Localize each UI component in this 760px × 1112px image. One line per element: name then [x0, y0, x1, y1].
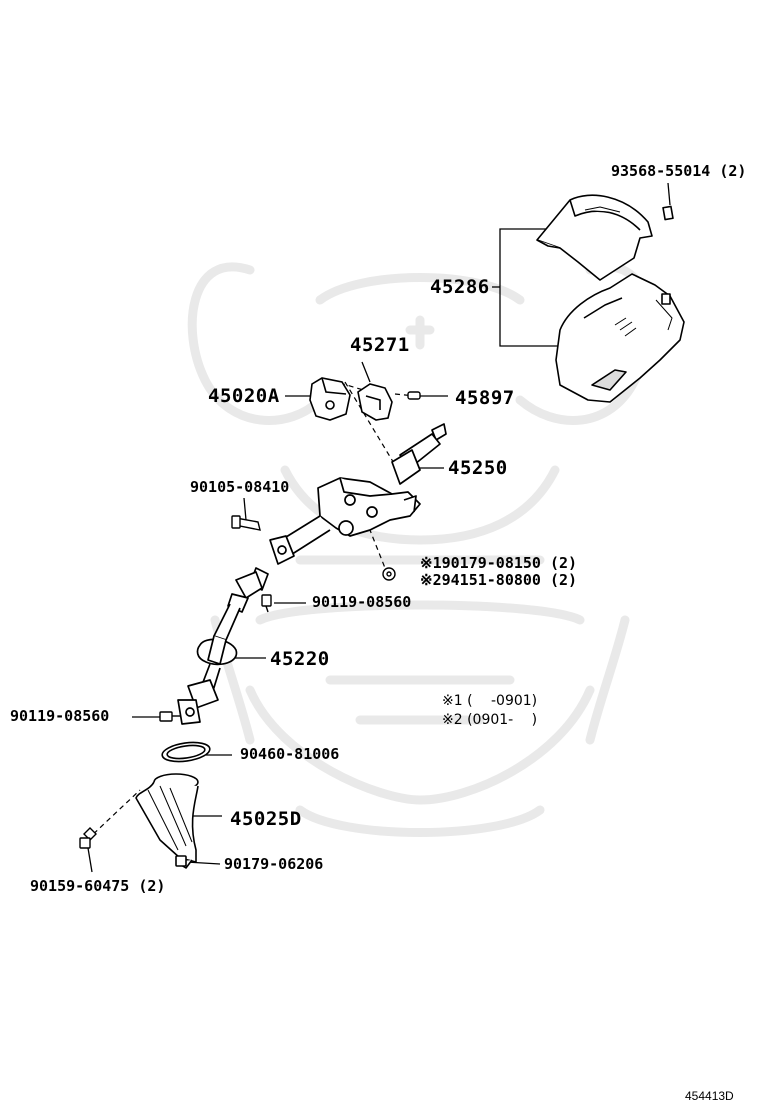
- bracket-45020a: [309, 377, 351, 421]
- bolt-90119-left: [159, 711, 180, 722]
- label-45020a: 45020A: [208, 385, 280, 407]
- note-1: ※1 ( -0901): [442, 693, 538, 709]
- label-45250: 45250: [448, 457, 508, 479]
- part-45897: [407, 391, 421, 400]
- label-90105-08410: 90105-08410: [190, 478, 290, 496]
- upper-cover: [536, 194, 674, 281]
- label-90119-08560-left: 90119-08560: [10, 707, 110, 725]
- note-2: ※2 (0901- ): [442, 712, 538, 728]
- label-90159-60475: 90159-60475 (2): [30, 877, 166, 895]
- lower-cover: [555, 273, 685, 403]
- nut-90179: [382, 567, 396, 581]
- watermark-emblem: [187, 262, 655, 837]
- label-94151-80800: ※294151-80800 (2): [420, 571, 578, 589]
- part-45271: [357, 383, 393, 421]
- label-45220: 45220: [270, 648, 330, 670]
- leader-lines: [87, 182, 671, 873]
- label-90460-81006: 90460-81006: [240, 745, 340, 763]
- bolt-90159: [79, 827, 97, 849]
- diagram-code: 454413D: [685, 1089, 734, 1103]
- label-90179-06206: 90179-06206: [224, 855, 324, 873]
- dashed-guides: [86, 381, 416, 841]
- bolt-90105: [231, 515, 261, 531]
- boot-45025d: [135, 773, 199, 869]
- label-90179-08150: ※190179-08150 (2): [420, 554, 578, 572]
- label-45271: 45271: [350, 334, 410, 356]
- clamp-90460: [161, 741, 211, 763]
- label-45025d: 45025D: [230, 808, 302, 830]
- label-45897: 45897: [455, 387, 515, 409]
- shaft-45220: [177, 567, 269, 725]
- label-45286: 45286: [430, 276, 490, 298]
- label-93568-55014: 93568-55014 (2): [611, 162, 747, 180]
- column-45250: [269, 423, 447, 565]
- label-90119-08560-top: 90119-08560: [312, 593, 412, 611]
- bolt-90119-top: [261, 594, 272, 613]
